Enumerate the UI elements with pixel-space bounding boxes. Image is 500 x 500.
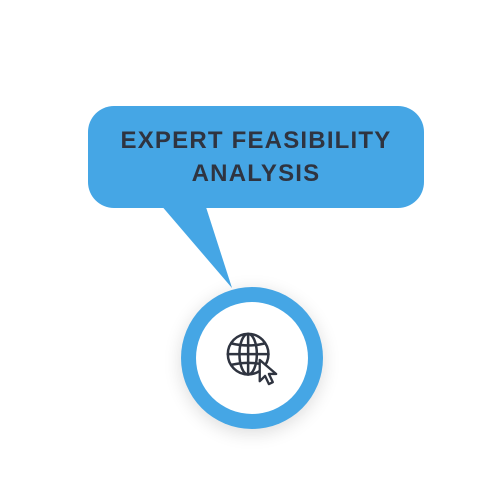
callout-title-line-2: ANALYSIS [191, 160, 321, 187]
callout-title: EXPERT FEASIBILITY ANALYSIS [88, 106, 424, 208]
icon-badge-inner [196, 302, 308, 414]
speech-bubble-body [88, 106, 424, 208]
callout-title-line-1: EXPERT FEASIBILITY [120, 127, 392, 154]
globe-cursor-icon [226, 332, 278, 386]
speech-bubble-tail [160, 204, 232, 288]
icon-badge [181, 287, 323, 429]
